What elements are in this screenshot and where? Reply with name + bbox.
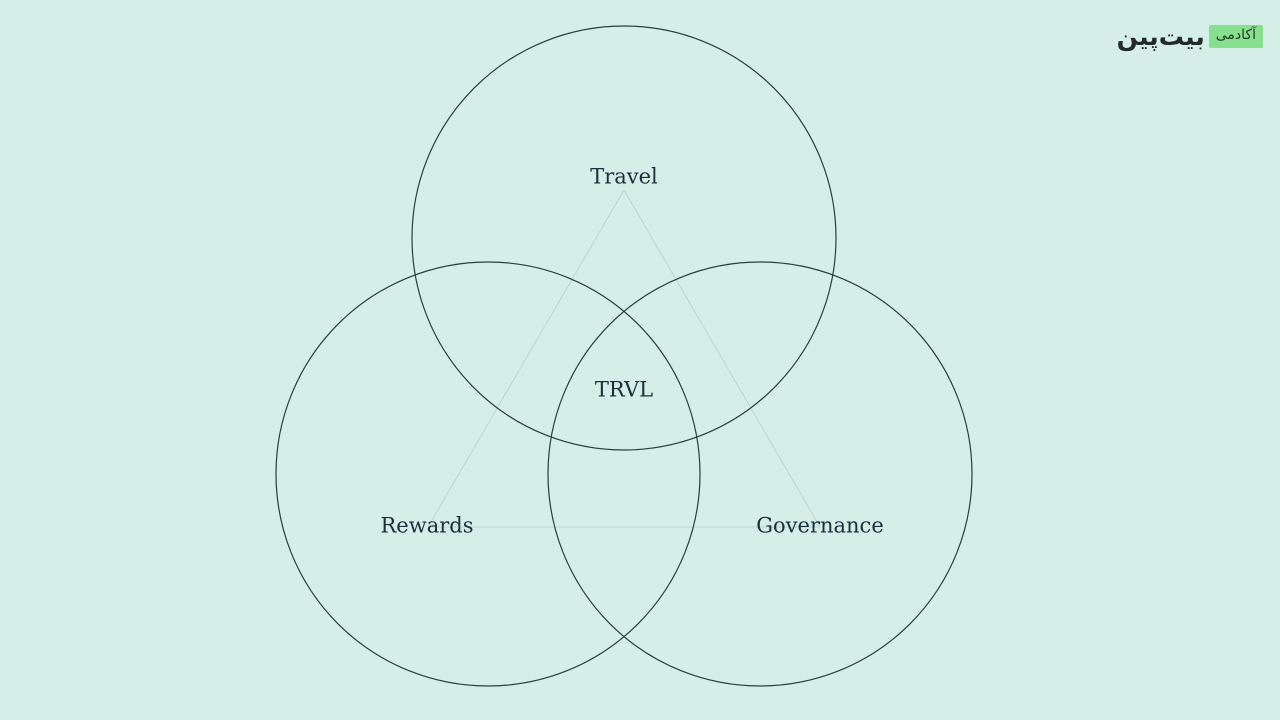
logo-wordmark: بیت‌پین — [1116, 22, 1206, 51]
label-center: TRVL — [595, 378, 653, 402]
triangle-edge-travel-governance — [623, 189, 821, 528]
triangle-edge-travel-rewards — [427, 189, 625, 528]
brand-logo: بیت‌پین آکادمی — [1117, 24, 1263, 49]
label-governance: Governance — [756, 514, 884, 538]
circle-travel — [411, 25, 837, 451]
circle-governance — [547, 261, 973, 687]
label-travel: Travel — [590, 165, 658, 189]
circle-rewards — [275, 261, 701, 687]
label-rewards: Rewards — [381, 514, 474, 538]
logo-badge: آکادمی — [1208, 25, 1263, 48]
